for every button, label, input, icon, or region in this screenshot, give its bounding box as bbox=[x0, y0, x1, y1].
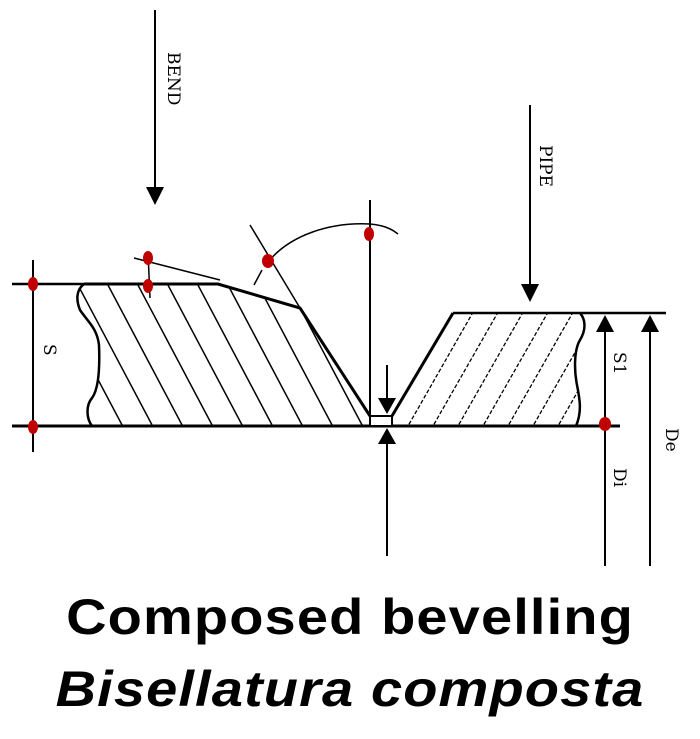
root-gap bbox=[369, 415, 393, 427]
s1-di-dimension bbox=[596, 315, 614, 566]
marker-dot-icon bbox=[143, 251, 153, 265]
de-label: De bbox=[661, 428, 681, 452]
pipe-label: PIPE bbox=[535, 145, 555, 187]
marker-dot-icon bbox=[28, 420, 38, 434]
measurement-markers bbox=[28, 227, 611, 434]
arrowhead-down-icon bbox=[521, 284, 539, 302]
marker-dot-icon bbox=[599, 417, 611, 431]
center-dimension bbox=[369, 200, 396, 556]
marker-dot-icon bbox=[364, 227, 374, 241]
bend-label: BEND bbox=[163, 52, 183, 105]
di-label: Di bbox=[609, 468, 629, 488]
arrowhead-down-icon bbox=[146, 187, 164, 205]
arrowhead-up-icon bbox=[596, 315, 614, 332]
bend-angle-lines bbox=[133, 223, 399, 309]
marker-dot-icon bbox=[262, 254, 274, 268]
s-label: S bbox=[39, 344, 59, 356]
marker-dot-icon bbox=[143, 279, 153, 293]
title-english: Composed bevelling bbox=[66, 589, 634, 645]
s1-label: S1 bbox=[609, 352, 629, 374]
de-dimension bbox=[641, 315, 659, 566]
marker-dot-icon bbox=[28, 277, 38, 291]
pipe-section bbox=[390, 312, 586, 427]
bevel-diagram: BEND PIPE bbox=[12, 10, 681, 566]
arrowhead-up-icon bbox=[378, 428, 396, 444]
bend-section bbox=[76, 282, 372, 427]
title-italian: Bisellatura composta bbox=[55, 661, 645, 717]
arrowhead-up-icon bbox=[641, 315, 659, 332]
pipe-arrow bbox=[521, 105, 539, 302]
bend-arrow bbox=[146, 10, 164, 205]
arrowhead-down-icon bbox=[378, 398, 396, 414]
